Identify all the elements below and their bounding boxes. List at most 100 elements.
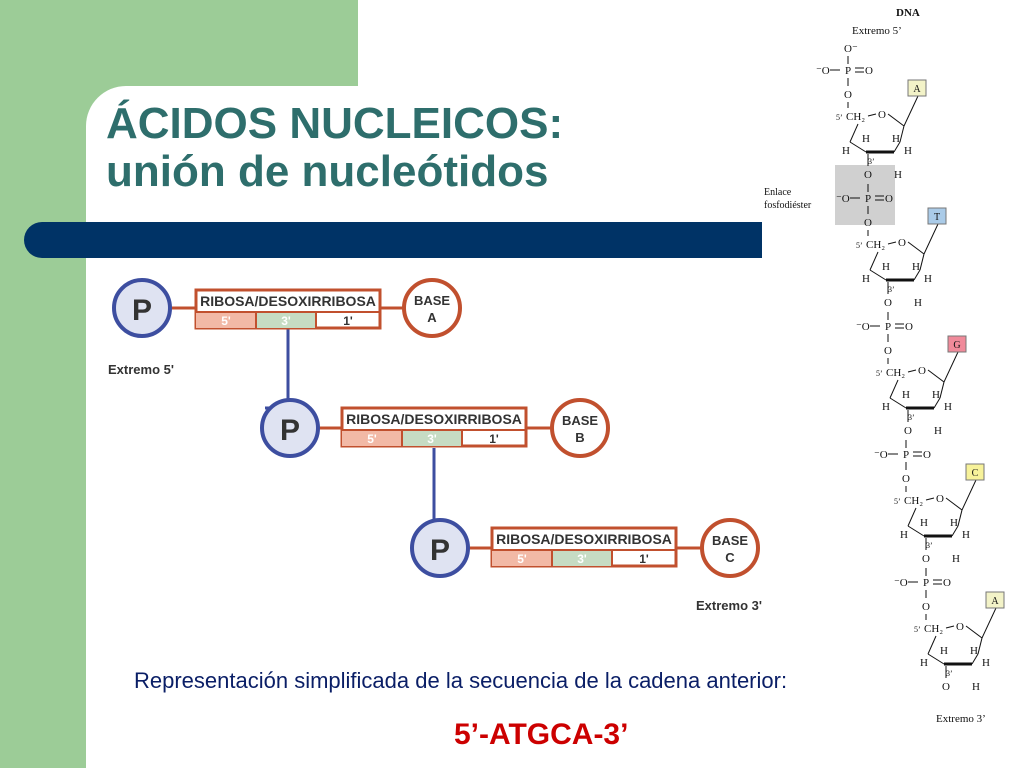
base-circle xyxy=(402,278,462,338)
phosphate-atom: P xyxy=(903,449,909,461)
carbon-3-label: 3’ xyxy=(908,413,915,422)
sequence-notation: 5’-ATGCA-3’ xyxy=(454,718,629,751)
phosphate-o-minus: ⁻O xyxy=(836,193,850,205)
hydrogen: H xyxy=(950,517,958,529)
bond-line xyxy=(869,251,879,271)
carbon-5-label: 5’ xyxy=(876,369,883,378)
carbon-5-label: 5' xyxy=(367,432,377,446)
base-box xyxy=(947,335,967,353)
linking-oxygen: O xyxy=(884,297,892,309)
phosphate-label: P xyxy=(430,534,450,567)
ch2-group: CH₂ xyxy=(846,111,865,123)
sequence-caption: Representación simplificada de la secuen… xyxy=(134,668,788,693)
phosphate-atom: P xyxy=(885,321,891,333)
hydrogen: H xyxy=(842,145,850,157)
ring-oxygen: O xyxy=(936,493,944,505)
bond-line xyxy=(971,653,979,665)
carbon-3-cell xyxy=(552,550,612,566)
hydrogen: H xyxy=(940,645,948,657)
phosphate-atom: P xyxy=(865,193,871,205)
carbon-5-cell xyxy=(196,312,256,328)
ch2-group: CH₂ xyxy=(904,495,923,507)
hydrogen: H xyxy=(900,529,908,541)
base-letter: A xyxy=(991,596,999,607)
hydrogen: H xyxy=(920,657,928,669)
bond-line xyxy=(945,497,963,511)
hydrogen: H xyxy=(970,645,978,657)
bond-line xyxy=(913,269,921,281)
hydrogen: H xyxy=(982,657,990,669)
phosphate-double-o: O xyxy=(943,577,951,589)
carbon-5-label: 5’ xyxy=(894,497,901,506)
bond-line xyxy=(887,241,897,245)
hydrogen: H xyxy=(894,169,902,181)
hydrogen: H xyxy=(952,553,960,565)
bond-line xyxy=(965,625,983,639)
ch2-group: CH₂ xyxy=(924,623,943,635)
hydrogen: H xyxy=(862,273,870,285)
ester-oxygen: O xyxy=(922,601,930,613)
ch2-group: CH₂ xyxy=(866,239,885,251)
end-3-label: Extremo 3' xyxy=(696,598,762,613)
base-box xyxy=(927,207,947,225)
bond-line xyxy=(951,525,959,537)
hydrogen: H xyxy=(972,681,980,693)
carbon-3-label: 3' xyxy=(577,552,587,566)
sugar-label: RIBOSA/DESOXIRRIBOSA xyxy=(496,531,672,547)
carbon-1-label: 1' xyxy=(343,314,353,328)
bond-line xyxy=(925,497,935,501)
ester-oxygen: O xyxy=(884,345,892,357)
bond-line xyxy=(957,509,963,527)
title-divider-bar xyxy=(24,222,762,258)
linking-oxygen: O xyxy=(942,681,950,693)
hydrogen: H xyxy=(924,273,932,285)
bond-line xyxy=(977,637,983,655)
phosphate-circle xyxy=(410,518,470,578)
carbon-5-cell xyxy=(492,550,552,566)
ester-oxygen: O xyxy=(864,217,872,229)
phosphate-atom: P xyxy=(845,65,851,77)
base-letter: G xyxy=(953,340,960,351)
bond-line xyxy=(867,113,877,117)
phosphate-atom: P xyxy=(923,577,929,589)
carbon-5-label: 5’ xyxy=(914,625,921,634)
sugar-label: RIBOSA/DESOXIRRIBOSA xyxy=(200,293,376,309)
phosphodiester-bond-highlight xyxy=(835,165,895,225)
carbon-5-label: 5' xyxy=(517,552,527,566)
bond-label-line-1: Enlace xyxy=(764,187,792,198)
base-letter: T xyxy=(934,212,940,223)
phosphate-o-minus: ⁻O xyxy=(856,321,870,333)
hydrogen: H xyxy=(944,401,952,413)
bond-line xyxy=(943,351,959,383)
bond-line xyxy=(919,253,925,271)
carbon-3-label: 3’ xyxy=(946,669,953,678)
bond-line xyxy=(907,241,925,255)
carbon-3-cell xyxy=(256,312,316,328)
bond-line xyxy=(893,141,901,153)
bond-line xyxy=(981,607,997,639)
bond-line xyxy=(939,381,945,399)
strand-end-5-label: Extremo 5’ xyxy=(852,25,902,37)
carbon-3-label: 3’ xyxy=(926,541,933,550)
hydrogen: H xyxy=(904,145,912,157)
carbon-5-label: 5’ xyxy=(836,113,843,122)
title-line-2: unión de nucleótidos xyxy=(106,147,549,196)
phosphate-double-o: O xyxy=(905,321,913,333)
carbon-5-label: 5' xyxy=(221,314,231,328)
base-letter: A xyxy=(913,84,921,95)
phosphate-double-o: O xyxy=(885,193,893,205)
bond-line xyxy=(933,397,941,409)
base-word: BASE xyxy=(562,413,598,428)
bond-line xyxy=(927,369,945,383)
carbon-3-label: 3' xyxy=(281,314,291,328)
base-word: BASE xyxy=(712,533,748,548)
base-letter: C xyxy=(725,550,735,565)
bond-line xyxy=(907,507,917,527)
bond-line xyxy=(907,369,917,373)
hydrogen: H xyxy=(902,389,910,401)
carbon-1-label: 1' xyxy=(639,552,649,566)
